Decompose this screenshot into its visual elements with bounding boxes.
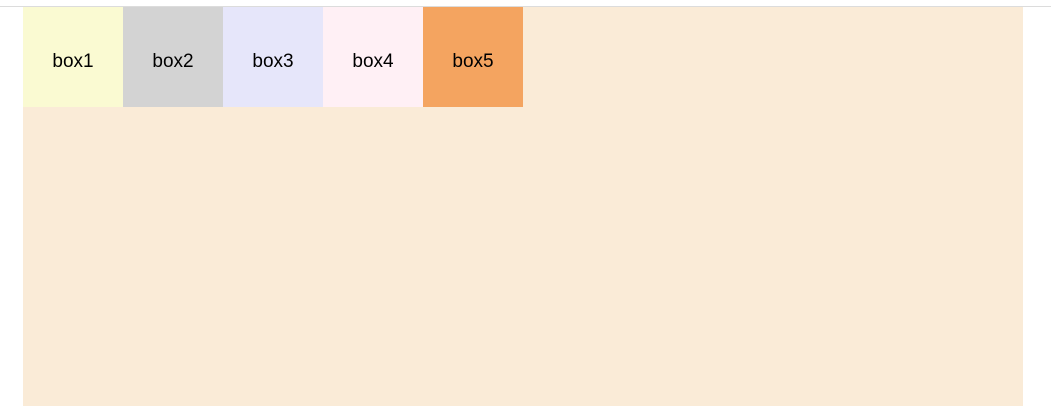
top-divider-line	[0, 6, 1051, 7]
box-5: box5	[423, 7, 523, 107]
box-2-label: box2	[152, 50, 194, 72]
box-1: box1	[23, 7, 123, 107]
box-4: box4	[323, 7, 423, 107]
box-5-label: box5	[452, 50, 494, 72]
box-1-label: box1	[52, 50, 94, 72]
box-4-label: box4	[352, 50, 394, 72]
box-3-label: box3	[252, 50, 294, 72]
box-3: box3	[223, 7, 323, 107]
boxes-container: box1 box2 box3 box4 box5	[23, 7, 1023, 406]
box-2: box2	[123, 7, 223, 107]
